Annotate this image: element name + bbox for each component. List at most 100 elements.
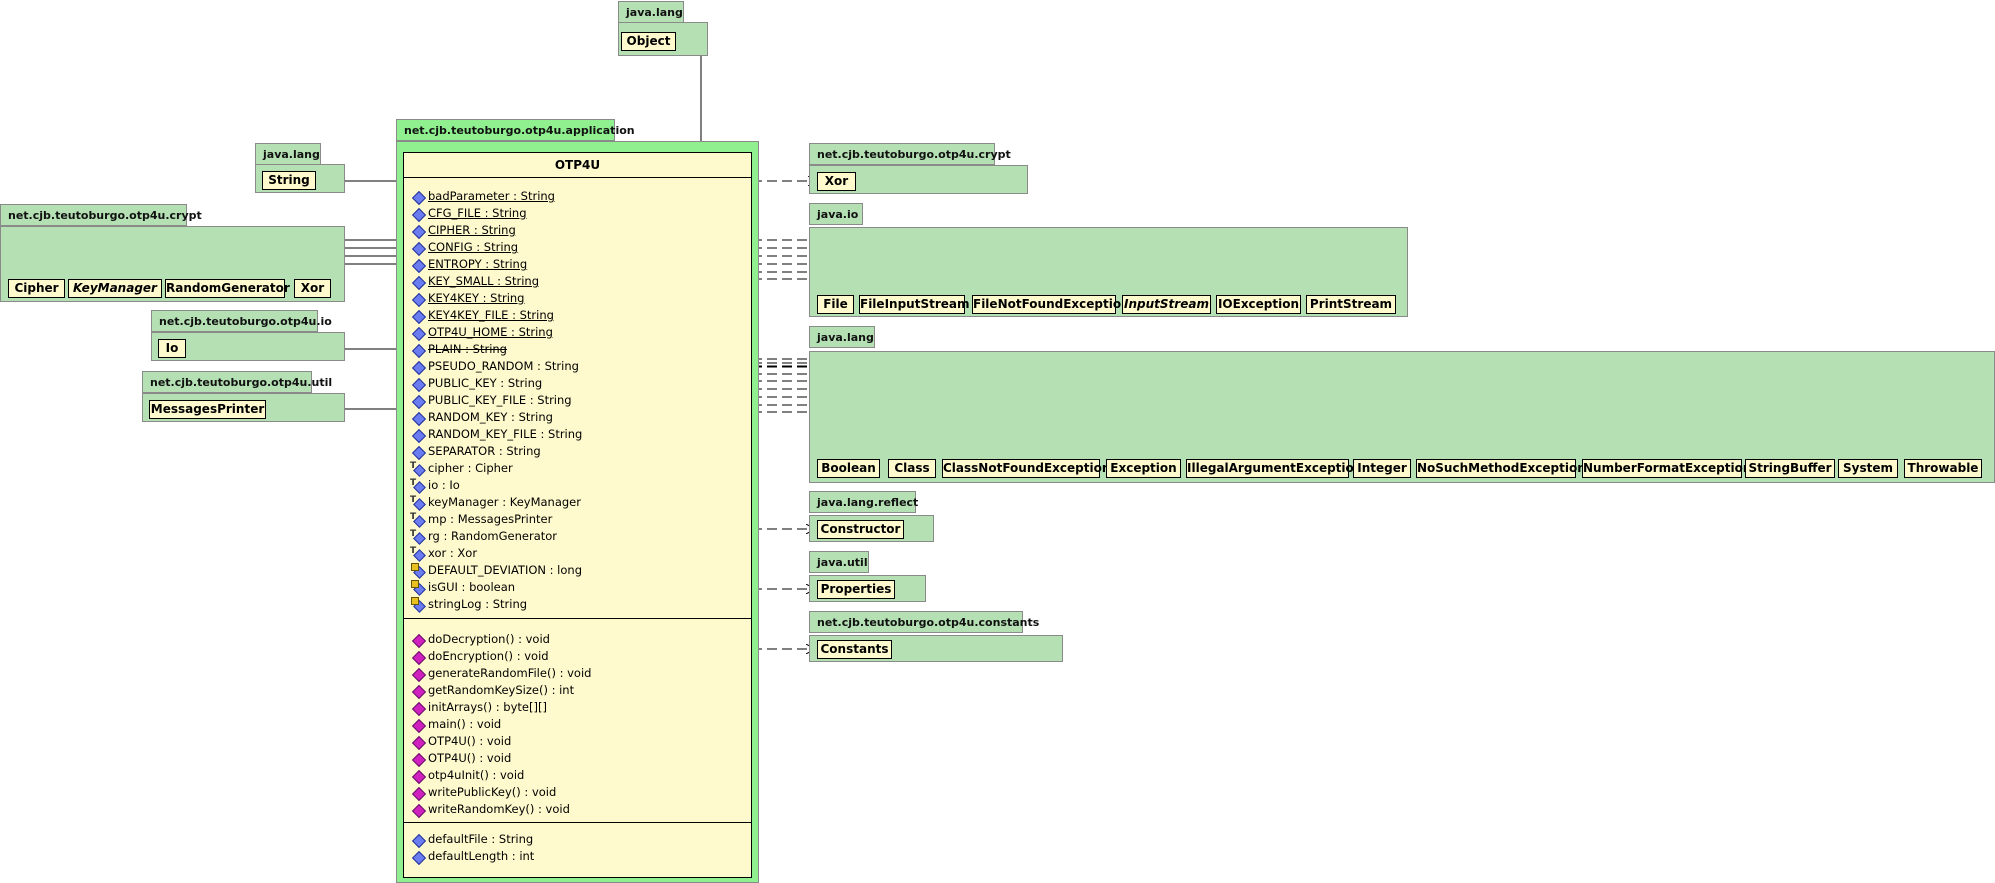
attribute-row[interactable]: KEY_SMALL : String <box>412 273 751 290</box>
operation-row[interactable]: generateRandomFile() : void <box>412 665 751 682</box>
attribute-row-label: xor : Xor <box>428 546 478 560</box>
class-boolean[interactable]: Boolean <box>817 459 880 478</box>
field-icon <box>412 293 424 305</box>
attribute-row-label: CONFIG : String <box>428 240 519 254</box>
attribute-row[interactable]: mp : MessagesPrinter <box>410 509 751 528</box>
class-keymanager[interactable]: KeyManager <box>68 279 162 298</box>
attribute-row[interactable]: KEY4KEY : String <box>412 290 751 307</box>
operation-row-label: getRandomKeySize() : int <box>428 683 575 697</box>
attribute-row[interactable]: RANDOM_KEY : String <box>412 409 751 426</box>
class-file[interactable]: File <box>817 295 854 314</box>
class-ioexception[interactable]: IOException <box>1216 295 1301 314</box>
package-tab-crypt-right[interactable]: net.cjb.teutoburgo.otp4u.crypt <box>809 143 1011 165</box>
attribute-row[interactable]: io : Io <box>410 475 751 494</box>
attribute-row[interactable]: PUBLIC_KEY : String <box>412 375 751 392</box>
operation-row[interactable]: writeRandomKey() : void <box>412 801 751 818</box>
class-filenotfoundexception[interactable]: FileNotFoundException <box>972 295 1130 314</box>
attribute-row[interactable]: cipher : Cipher <box>410 458 751 477</box>
operation-row[interactable]: main() : void <box>412 716 751 733</box>
attribute-row-label: OTP4U_HOME : String <box>428 325 553 339</box>
class-cipher[interactable]: Cipher <box>8 279 65 298</box>
class-xor-right[interactable]: Xor <box>817 172 856 191</box>
class-string[interactable]: String <box>262 171 316 190</box>
class-messagesprinter[interactable]: MessagesPrinter <box>149 400 266 419</box>
attribute-row[interactable]: PSEUDO_RANDOM : String <box>412 358 751 375</box>
operation-row[interactable]: otp4uInit() : void <box>412 767 751 784</box>
field-icon <box>412 851 424 863</box>
class-object[interactable]: Object <box>621 32 676 51</box>
operation-row-label: writeRandomKey() : void <box>428 802 570 816</box>
class-system[interactable]: System <box>1838 459 1898 478</box>
attribute-row[interactable]: isGUI : boolean <box>411 579 751 596</box>
attribute-row[interactable]: stringLog : String <box>411 596 751 613</box>
class-numberformatexception[interactable]: NumberFormatException <box>1582 459 1751 478</box>
attribute-row[interactable]: PUBLIC_KEY_FILE : String <box>412 392 751 409</box>
attribute-row[interactable]: badParameter : String <box>412 188 751 205</box>
operation-row[interactable]: doEncryption() : void <box>412 648 751 665</box>
class-exception[interactable]: Exception <box>1106 459 1181 478</box>
class-xor-left[interactable]: Xor <box>294 279 331 298</box>
attribute-row[interactable]: RANDOM_KEY_FILE : String <box>412 426 751 443</box>
attribute-row-label: PUBLIC_KEY_FILE : String <box>428 393 572 407</box>
package-tab-java-lang-string[interactable]: java.lang <box>255 143 321 165</box>
class-fileinputstream[interactable]: FileInputStream <box>859 295 969 314</box>
class-printstream[interactable]: PrintStream <box>1306 295 1396 314</box>
operation-row[interactable]: OTP4U() : void <box>412 733 751 750</box>
attribute-row[interactable]: SEPARATOR : String <box>412 443 751 460</box>
class-properties[interactable]: Properties <box>817 580 895 599</box>
class-randomgenerator[interactable]: RandomGenerator <box>165 279 290 298</box>
attribute-row[interactable]: CFG_FILE : String <box>412 205 751 222</box>
attribute-row[interactable]: ENTROPY : String <box>412 256 751 273</box>
class-io[interactable]: Io <box>158 339 186 358</box>
field-icon <box>412 327 424 339</box>
class-throwable[interactable]: Throwable <box>1904 459 1982 478</box>
field-icon <box>412 446 424 458</box>
attribute-row[interactable]: xor : Xor <box>410 543 751 562</box>
package-tab-java-lang[interactable]: java.lang <box>809 326 875 348</box>
class-class[interactable]: Class <box>888 459 936 478</box>
protected-field-icon <box>410 458 424 475</box>
operation-row[interactable]: OTP4U() : void <box>412 750 751 767</box>
class-illegalargumentexception[interactable]: IllegalArgumentException <box>1186 459 1362 478</box>
package-tab-otp4u-util[interactable]: net.cjb.teutoburgo.otp4u.util <box>142 371 332 393</box>
attribute-row[interactable]: rg : RandomGenerator <box>410 526 751 545</box>
operation-row[interactable]: doDecryption() : void <box>412 631 751 648</box>
field-icon <box>412 361 424 373</box>
package-tab-otp4u-io[interactable]: net.cjb.teutoburgo.otp4u.io <box>151 310 332 332</box>
operation-row[interactable]: initArrays() : byte[][] <box>412 699 751 716</box>
operation-row[interactable]: getRandomKeySize() : int <box>412 682 751 699</box>
package-tab-constants[interactable]: net.cjb.teutoburgo.otp4u.constants <box>809 611 1039 633</box>
package-tab-java-lang-object[interactable]: java.lang <box>618 1 684 23</box>
attribute-row-label: rg : RandomGenerator <box>428 529 558 543</box>
attribute-row[interactable]: CIPHER : String <box>412 222 751 239</box>
package-tab-application[interactable]: net.cjb.teutoburgo.otp4u.application <box>396 119 635 141</box>
private-field-icon <box>411 562 424 577</box>
attribute-row[interactable]: KEY4KEY_FILE : String <box>412 307 751 324</box>
class-nosuchmethodexception[interactable]: NoSuchMethodException <box>1416 459 1586 478</box>
attribute-row[interactable]: CONFIG : String <box>412 239 751 256</box>
attribute-row[interactable]: keyManager : KeyManager <box>410 492 751 511</box>
field-icon <box>412 344 424 356</box>
field-icon <box>412 225 424 237</box>
class-stringbuffer[interactable]: StringBuffer <box>1745 459 1835 478</box>
attribute-row[interactable]: defaultFile : String <box>412 831 751 848</box>
method-icon <box>412 770 424 782</box>
package-tab-crypt-left[interactable]: net.cjb.teutoburgo.otp4u.crypt <box>0 204 202 226</box>
attribute-row[interactable]: OTP4U_HOME : String <box>412 324 751 341</box>
field-icon <box>412 276 424 288</box>
class-integer[interactable]: Integer <box>1353 459 1411 478</box>
attribute-row[interactable]: defaultLength : int <box>412 848 751 865</box>
class-constants[interactable]: Constants <box>817 640 892 659</box>
class-classnotfoundexception[interactable]: ClassNotFoundException <box>942 459 1110 478</box>
operation-row[interactable]: writePublicKey() : void <box>412 784 751 801</box>
package-tab-java-io[interactable]: java.io <box>809 203 863 225</box>
attribute-row-label: CFG_FILE : String <box>428 206 527 220</box>
attribute-row[interactable]: PLAIN : String <box>412 341 751 358</box>
class-inputstream[interactable]: InputStream <box>1122 295 1211 314</box>
class-constructor[interactable]: Constructor <box>817 520 904 539</box>
package-tab-java-lang-reflect[interactable]: java.lang.reflect <box>809 491 918 513</box>
attribute-row[interactable]: DEFAULT_DEVIATION : long <box>411 562 751 579</box>
package-tab-java-util[interactable]: java.util <box>809 551 869 573</box>
